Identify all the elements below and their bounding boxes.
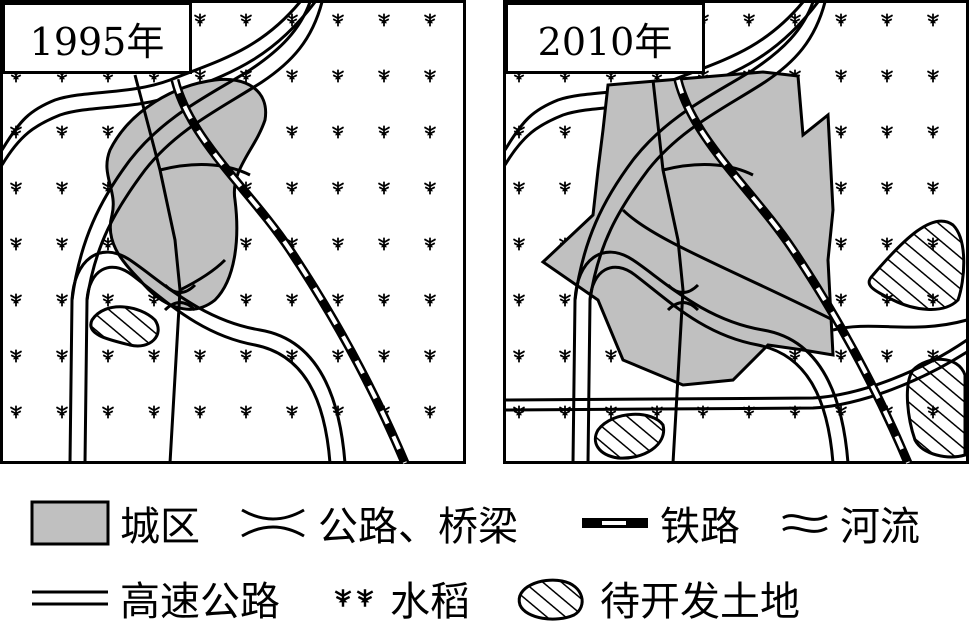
- legend-railway: 铁路: [580, 493, 740, 553]
- legend-expressway-label: 高速公路: [120, 579, 280, 625]
- legend-road-bridge: 公路、桥梁: [238, 493, 518, 553]
- map-panel-1995: 1995年: [0, 0, 466, 464]
- year-label-2010: 2010年: [505, 2, 705, 74]
- legend-expressway: 高速公路: [30, 568, 280, 628]
- undeveloped-land: [89, 305, 160, 348]
- map-panel-2010: 2010年: [503, 0, 969, 464]
- legend-rice: 水稻: [330, 568, 470, 628]
- railway: [170, 78, 410, 464]
- bridge-icon: [241, 508, 305, 538]
- urban-area: [540, 70, 835, 387]
- railway-icon: [582, 518, 648, 528]
- expressway-icon: [32, 590, 108, 606]
- legend-urban: 城区: [30, 493, 200, 553]
- year-label-1995: 1995年: [2, 2, 192, 74]
- legend-river-label: 河流: [840, 504, 920, 550]
- legend-river: 河流: [780, 493, 920, 553]
- legend-undeveloped: 待开发土地: [512, 568, 800, 628]
- urban-swatch: [30, 500, 110, 546]
- undeveloped-land: [593, 219, 967, 460]
- railway: [673, 78, 913, 464]
- legend: 城区 公路、桥梁 铁路 河流 高速公路 水稻: [0, 478, 971, 630]
- road: [133, 74, 251, 464]
- map-2010-svg: [503, 0, 969, 464]
- bridge: [666, 283, 700, 312]
- road: [621, 79, 834, 464]
- legend-rice-label: 水稻: [390, 579, 470, 625]
- legend-undeveloped-label: 待开发土地: [600, 579, 800, 625]
- legend-railway-label: 铁路: [660, 504, 740, 550]
- undeveloped-land-icon: [517, 578, 584, 621]
- urban-area: [105, 77, 268, 311]
- legend-road-bridge-label: 公路、桥梁: [318, 504, 518, 550]
- map-1995-svg: [0, 0, 466, 464]
- legend-urban-label: 城区: [120, 504, 200, 550]
- river-icon: [782, 514, 828, 533]
- rice-icon: [334, 587, 374, 609]
- bridge: [163, 283, 197, 312]
